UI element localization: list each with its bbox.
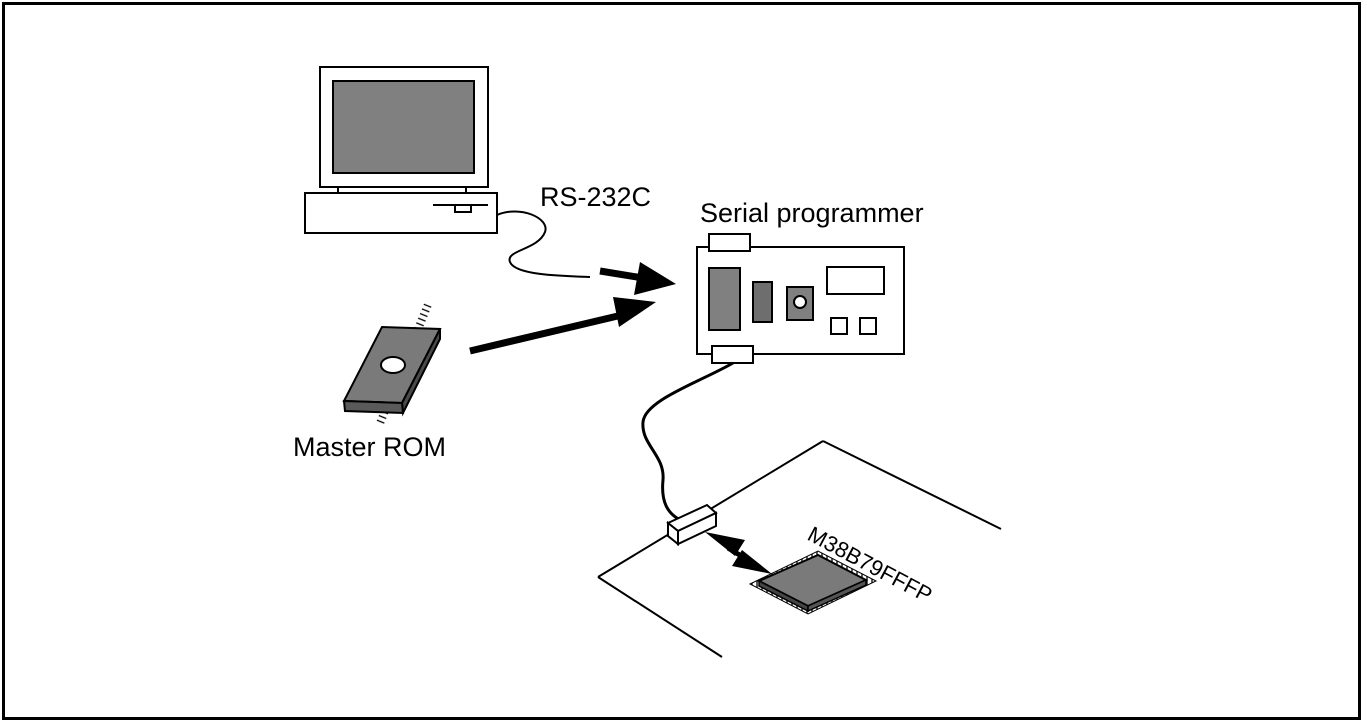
programmer-top-connector [708, 233, 751, 252]
mcu-side-right [807, 578, 867, 613]
rom-chip-icon [342, 301, 442, 426]
rs232c-label: RS-232C [540, 182, 651, 212]
board-connector-icon [666, 503, 718, 547]
programmer-ic [752, 281, 773, 323]
mcu-chip-icon [748, 550, 878, 615]
rom-front [342, 399, 405, 415]
programmer-socket [708, 267, 741, 331]
programmer-knob [793, 295, 807, 309]
serial-programmer-icon [696, 233, 905, 364]
programmer-display [826, 266, 885, 295]
monitor-screen [332, 80, 475, 174]
rom-arrow [469, 297, 656, 355]
rom-window [380, 356, 406, 374]
floppy-button [454, 204, 472, 213]
rs232c-arrow [599, 262, 676, 295]
programmer-key-2 [859, 317, 877, 335]
connection-double-arrow [705, 532, 772, 574]
rs232c-cable [496, 210, 591, 278]
target-cable [641, 361, 734, 524]
serial-programmer-label: Serial programmer [700, 198, 924, 228]
master-rom-label: Master ROM [293, 432, 446, 462]
programmer-key-1 [830, 317, 848, 335]
target-board [597, 440, 1002, 658]
programmer-bottom-connector [711, 345, 754, 364]
computer-icon [304, 66, 498, 234]
